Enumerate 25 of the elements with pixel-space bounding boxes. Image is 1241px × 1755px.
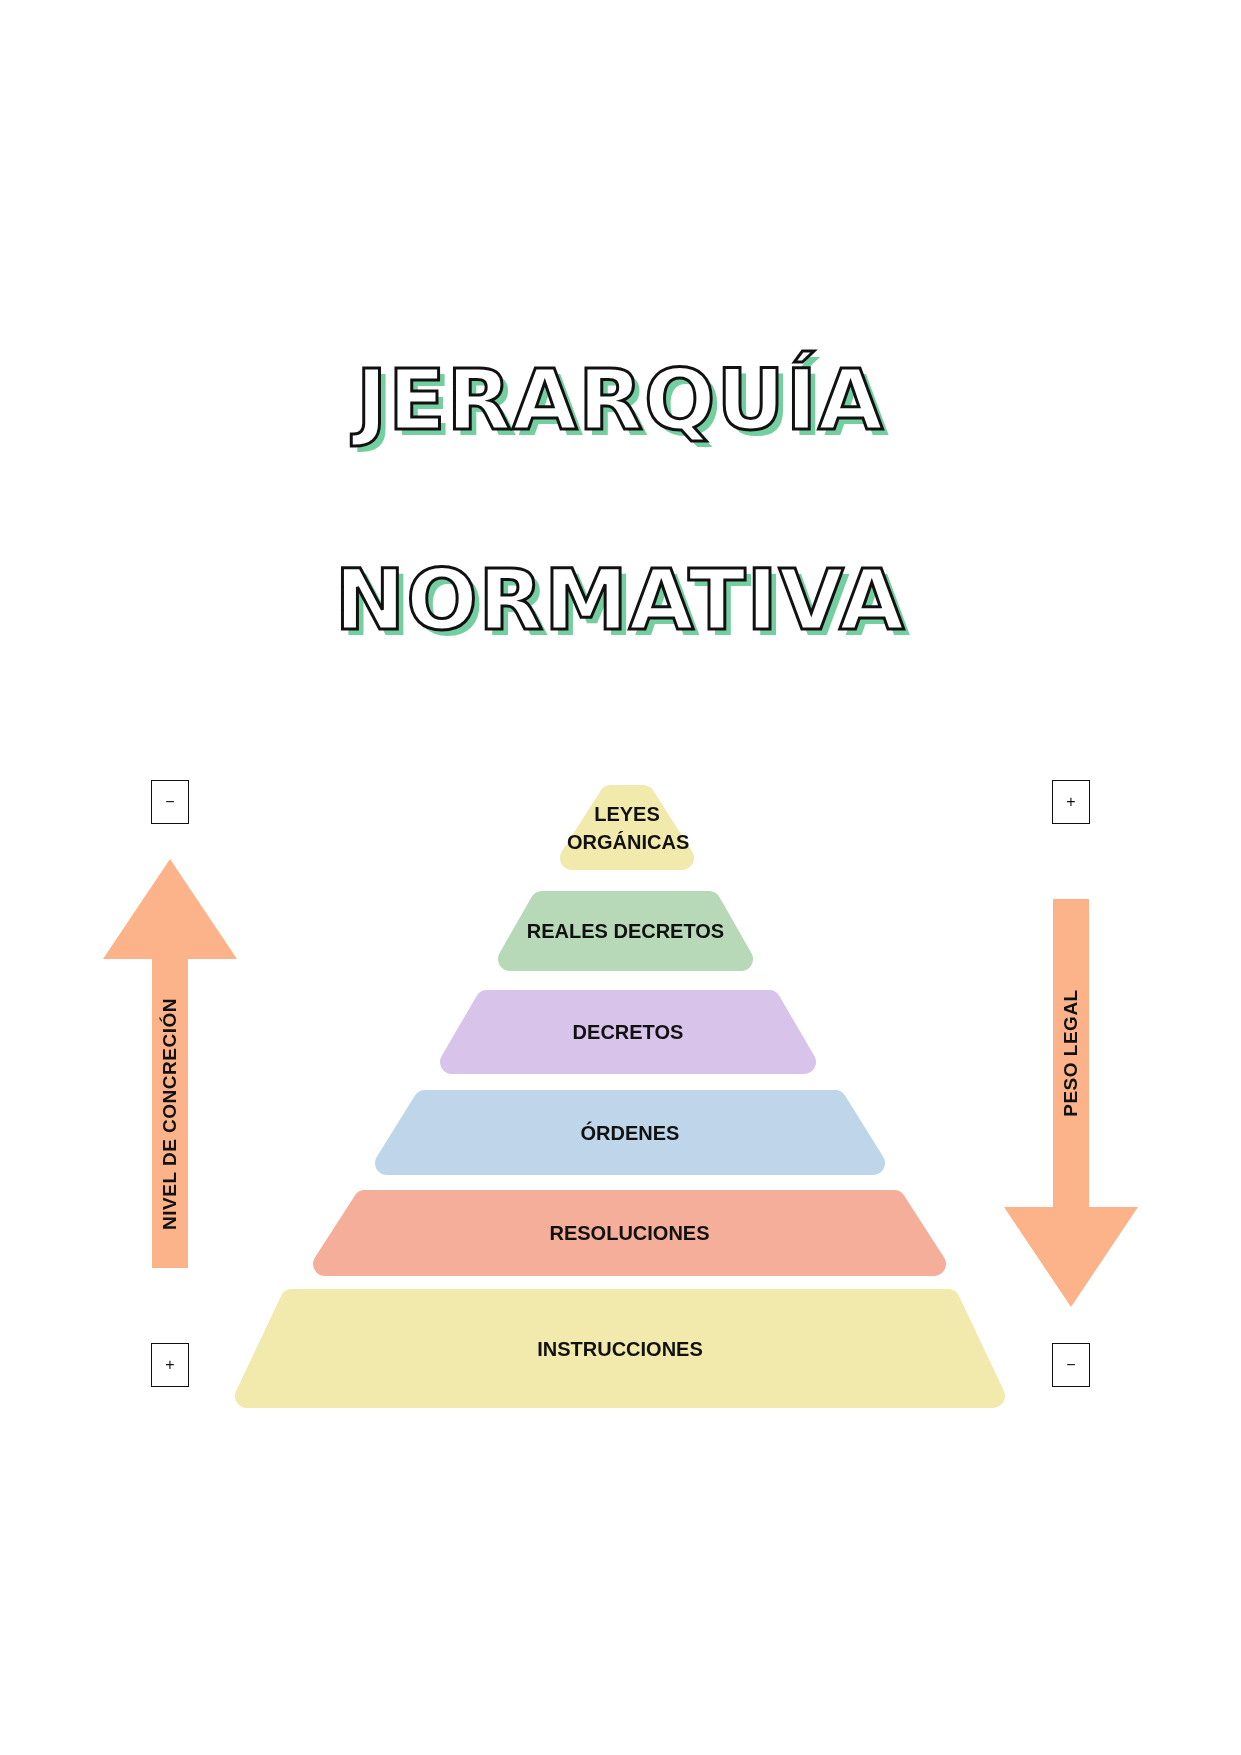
- level-label: RESOLUCIONES: [549, 1221, 710, 1246]
- level-label: REALES DECRETOS: [526, 919, 725, 944]
- arrow-shaped-banner: [103, 859, 237, 1268]
- title: JERARQUÍA NORMATIVA: [270, 300, 970, 700]
- pyramid-level: [560, 785, 694, 870]
- sign-symbol: −: [1066, 1357, 1076, 1373]
- sign-box: [1052, 1343, 1090, 1387]
- level-label: DECRETOS: [572, 1020, 684, 1045]
- sign-symbol: +: [165, 1357, 175, 1373]
- sign-box: [151, 1343, 189, 1387]
- arrow-label: NIVEL DE CONCRECIÓN: [159, 997, 181, 1230]
- sign-box: [151, 780, 189, 824]
- pyramid-level: [375, 1090, 885, 1175]
- level-label: LEYES ORGÁNICAS: [567, 801, 687, 855]
- sign-symbol: +: [1066, 794, 1076, 810]
- level-label: INSTRUCCIONES: [537, 1336, 703, 1362]
- sign-box: [1052, 780, 1090, 824]
- pyramid-level: [440, 990, 816, 1074]
- pyramid-level: [313, 1190, 946, 1276]
- arrow-label: PESO LEGAL: [1060, 989, 1082, 1117]
- level-label: ÓRDENES: [580, 1120, 680, 1146]
- pyramid-level: [498, 891, 753, 971]
- sign-symbol: −: [165, 794, 175, 810]
- pyramid-level: [235, 1289, 1005, 1408]
- arrow-shaped-banner: [1004, 899, 1138, 1307]
